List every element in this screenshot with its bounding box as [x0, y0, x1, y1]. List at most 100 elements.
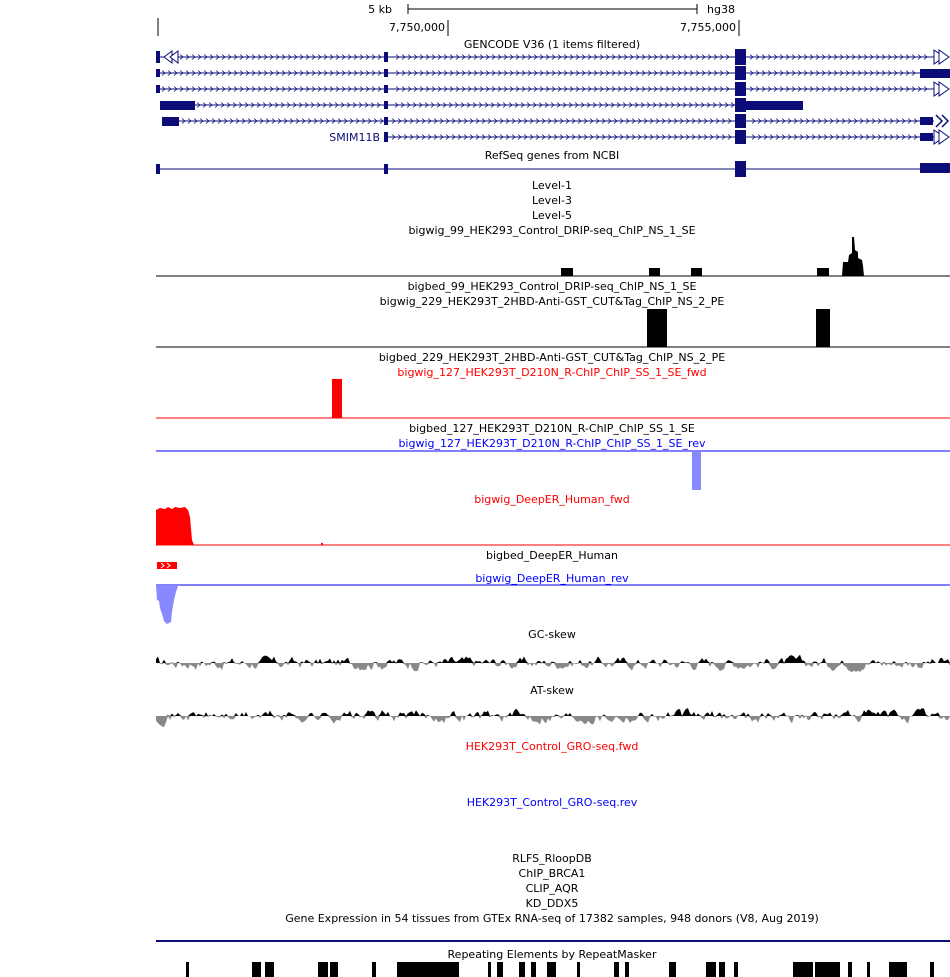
repeat-element[interactable]: [519, 962, 525, 977]
at-skew-signal[interactable]: [156, 708, 950, 728]
strand-chevron: [395, 70, 400, 76]
repeatmasker-features[interactable]: [186, 962, 934, 977]
cut-bigwig-signal[interactable]: [647, 309, 830, 347]
strand-chevron: [707, 54, 712, 60]
gtex-track-title[interactable]: Gene Expression in 54 tissues from GTEx …: [285, 912, 819, 925]
repeat-element[interactable]: [372, 962, 376, 977]
level-3-track-title[interactable]: Level-3: [532, 194, 572, 207]
deeper-bigbed-feature[interactable]: [157, 562, 177, 569]
strand-chevron: [511, 134, 516, 140]
deeper-bigbed-track-title[interactable]: bigbed_DeepER_Human: [486, 549, 618, 562]
gencode-transcript-smim11b[interactable]: [384, 129, 950, 145]
strand-chevron: [376, 102, 381, 108]
repeat-element[interactable]: [614, 962, 619, 977]
strand-chevron: [677, 70, 682, 76]
repeat-element[interactable]: [930, 962, 934, 977]
cut-bigbed-track-title[interactable]: bigbed_229_HEK293T_2HBD-Anti-GST_CUT&Tag…: [379, 351, 725, 364]
repeat-element[interactable]: [330, 962, 338, 977]
rmsk-track-title[interactable]: Repeating Elements by RepeatMasker: [448, 948, 657, 961]
drip-bigwig-signal[interactable]: [561, 237, 864, 276]
cut-bigwig-track-title[interactable]: bigwig_229_HEK293T_2HBD-Anti-GST_CUT&Tag…: [380, 295, 725, 308]
rlfs-track-title[interactable]: RLFS_RloopDB: [512, 852, 592, 865]
repeat-element[interactable]: [265, 962, 274, 977]
strand-chevron: [424, 102, 429, 108]
repeat-element[interactable]: [793, 962, 813, 977]
rchip-fwd-track-title[interactable]: bigwig_127_HEK293T_D210N_R-ChIP_ChIP_SS_…: [397, 366, 706, 379]
level-1-track-title[interactable]: Level-1: [532, 179, 572, 192]
strand-chevron: [479, 86, 484, 92]
repeat-element[interactable]: [848, 962, 852, 977]
drip-bigwig-track-title[interactable]: bigwig_99_HEK293_Control_DRIP-seq_ChIP_N…: [408, 224, 695, 237]
repeat-element[interactable]: [488, 962, 491, 977]
aqr-track-title[interactable]: CLIP_AQR: [526, 882, 579, 895]
repeat-element[interactable]: [625, 962, 629, 977]
deeper-fwd-signal[interactable]: [156, 507, 323, 545]
repeat-element[interactable]: [577, 962, 580, 977]
repeat-element[interactable]: [531, 962, 536, 977]
strand-chevron: [323, 86, 328, 92]
repeat-element[interactable]: [252, 962, 261, 977]
strand-chevron: [899, 54, 904, 60]
strand-chevron: [443, 54, 448, 60]
level-5-track-title[interactable]: Level-5: [532, 209, 572, 222]
strand-chevron: [287, 70, 292, 76]
strand-chevron: [502, 102, 507, 108]
deeper-rev-track-title[interactable]: bigwig_DeepER_Human_rev: [475, 572, 629, 585]
repeat-element[interactable]: [397, 962, 459, 977]
drip-bigbed-track-title[interactable]: bigbed_99_HEK293_Control_DRIP-seq_ChIP_N…: [408, 280, 697, 293]
gc-skew-track-title[interactable]: GC-skew: [528, 628, 576, 641]
strand-chevron: [245, 86, 250, 92]
gencode-transcript-5[interactable]: [162, 114, 950, 128]
ddx5-track-title[interactable]: KD_DDX5: [526, 897, 579, 910]
rchip-rev-signal[interactable]: [692, 451, 701, 490]
gro-rev-track-title[interactable]: HEK293T_Control_GRO-seq.rev: [467, 796, 638, 809]
strand-chevron: [661, 118, 666, 124]
repeat-element[interactable]: [318, 962, 328, 977]
repeat-element[interactable]: [867, 962, 870, 977]
rchip-fwd-signal[interactable]: [332, 379, 342, 418]
strand-chevron: [562, 102, 567, 108]
gencode-track[interactable]: [156, 49, 950, 145]
strand-chevron: [209, 70, 214, 76]
brca1-track-title[interactable]: ChIP_BRCA1: [519, 867, 586, 880]
refseq-track[interactable]: [156, 161, 950, 177]
strand-chevron: [559, 134, 564, 140]
refseq-track-title[interactable]: RefSeq genes from NCBI: [485, 149, 620, 162]
repeat-element[interactable]: [547, 962, 556, 977]
strand-chevron: [394, 102, 399, 108]
strand-chevron: [601, 134, 606, 140]
repeat-element[interactable]: [669, 962, 676, 977]
repeat-element[interactable]: [815, 962, 840, 977]
strand-chevron: [229, 118, 234, 124]
deeper-fwd-track-title[interactable]: bigwig_DeepER_Human_fwd: [474, 493, 629, 506]
repeat-element[interactable]: [706, 962, 716, 977]
repeat-element[interactable]: [734, 962, 738, 977]
strand-chevron: [589, 118, 594, 124]
strand-chevron: [689, 54, 694, 60]
rchip-bigbed-track-title[interactable]: bigbed_127_HEK293T_D210N_R-ChIP_ChIP_SS_…: [409, 422, 695, 435]
strand-chevron: [359, 70, 364, 76]
rchip-rev-track-title[interactable]: bigwig_127_HEK293T_D210N_R-ChIP_ChIP_SS_…: [398, 437, 706, 450]
deeper-rev-signal[interactable]: [156, 585, 179, 624]
gene-label-smim11b[interactable]: SMIM11B: [329, 131, 380, 144]
gc-skew-signal[interactable]: [156, 654, 950, 673]
strand-chevron: [863, 54, 868, 60]
gencode-transcript-4[interactable]: [160, 98, 803, 112]
strand-chevron: [611, 86, 616, 92]
repeat-element[interactable]: [497, 962, 503, 977]
strand-chevron: [647, 86, 652, 92]
strand-chevron: [817, 118, 822, 124]
at-skew-track-title[interactable]: AT-skew: [530, 684, 574, 697]
gro-fwd-track-title[interactable]: HEK293T_Control_GRO-seq.fwd: [466, 740, 639, 753]
gencode-track-title[interactable]: GENCODE V36 (1 items filtered): [464, 38, 640, 51]
gencode-transcript-1[interactable]: [156, 49, 950, 65]
strand-chevron: [659, 86, 664, 92]
base-position-ruler: 5 kb hg38 7,750,000 7,755,000: [157, 3, 740, 36]
strand-chevron: [761, 54, 766, 60]
strand-chevron: [673, 134, 678, 140]
repeat-element[interactable]: [186, 962, 189, 977]
gencode-transcript-3[interactable]: [156, 81, 950, 97]
repeat-element[interactable]: [889, 962, 907, 977]
repeat-element[interactable]: [719, 962, 725, 977]
